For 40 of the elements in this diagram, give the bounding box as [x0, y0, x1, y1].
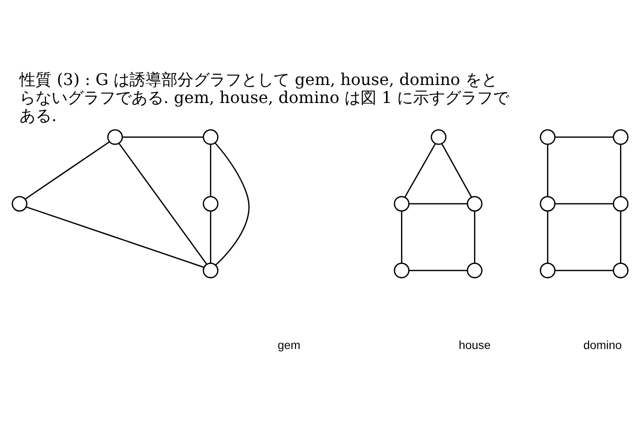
connector [210, 210, 212, 263]
connector [118, 142, 208, 264]
connector [24, 140, 110, 200]
node-circle [612, 262, 628, 278]
connector [404, 143, 436, 197]
node-circle [540, 262, 556, 278]
connector [122, 136, 204, 138]
node-circle [202, 128, 218, 144]
label: gem [278, 338, 300, 352]
node-circle [202, 195, 218, 212]
connector [401, 210, 402, 263]
node-circle [466, 195, 482, 212]
node-circle [612, 195, 628, 212]
node-circle [540, 128, 556, 144]
connector [555, 269, 614, 271]
node-circle [612, 128, 628, 144]
connector [555, 136, 614, 138]
node-circle [466, 262, 482, 278]
label: house [458, 338, 491, 352]
node-circle [394, 195, 410, 212]
connector [210, 144, 212, 196]
connector [474, 210, 476, 263]
connector [555, 202, 614, 204]
connector [441, 143, 472, 197]
label: domino [583, 338, 622, 352]
connector [26, 206, 204, 268]
connector [409, 269, 468, 271]
connector [409, 202, 468, 204]
connector [620, 210, 622, 263]
node-circle [430, 128, 446, 144]
diagram-title: 性質 (3) : G は誘導部分グラフとして gem, house, domino をとらないグラフである. gem, house, domino は図 1 に示すグラフである. [20, 70, 510, 125]
node-circle [107, 128, 123, 144]
node-circle [394, 262, 410, 278]
node-circle [12, 195, 28, 212]
connector [547, 144, 548, 196]
node-circle [202, 262, 218, 278]
connector [547, 210, 548, 263]
connector [214, 142, 250, 266]
connector [620, 144, 622, 196]
node-circle [540, 195, 556, 212]
